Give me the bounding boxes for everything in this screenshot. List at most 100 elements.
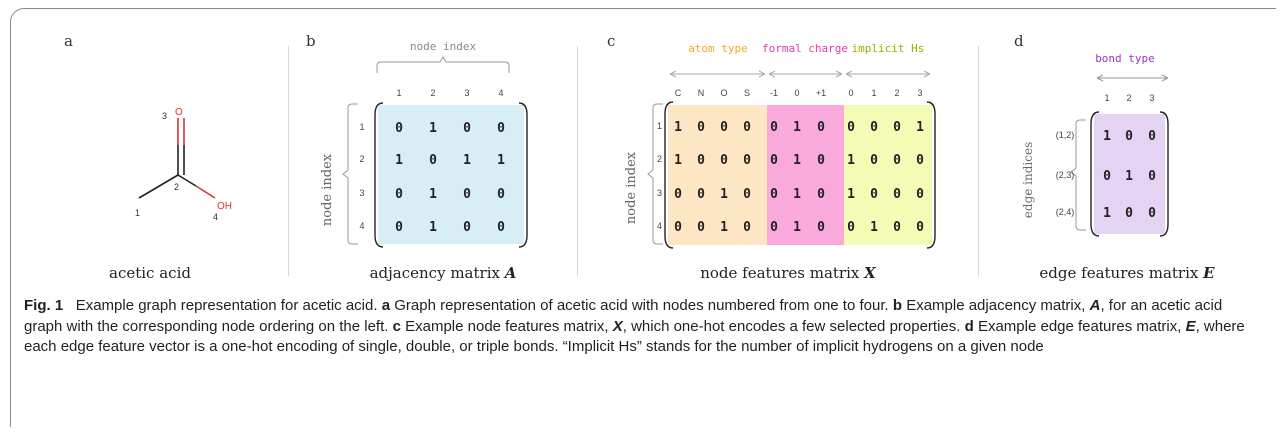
- matrix-cell: 0: [870, 187, 878, 202]
- panel-d-caption-symbol: E: [1202, 264, 1215, 282]
- matrix-cell: 1: [793, 220, 801, 235]
- panel-b-right-bracket: [518, 102, 528, 248]
- matrix-cell: 0: [1148, 169, 1156, 184]
- matrix-cell: 0: [893, 220, 901, 235]
- col-header: 4: [498, 88, 503, 98]
- matrix-cell: 1: [847, 153, 855, 168]
- col-header: 2: [1126, 93, 1131, 103]
- caption-p7: Example edge features matrix,: [977, 317, 1182, 335]
- caption-d: d: [964, 317, 974, 335]
- panel-d-top-arrow: [1096, 74, 1169, 82]
- col-header: 0: [794, 88, 799, 98]
- matrix-cell: 0: [1148, 129, 1156, 144]
- matrix-highlight: [1094, 114, 1165, 234]
- row-header: (1,2): [1056, 130, 1075, 140]
- caption-p4: , for an acetic acid graph with the corr…: [24, 297, 1223, 335]
- col-header: 3: [1149, 93, 1154, 103]
- panel-b-left-bracket: [374, 102, 384, 248]
- row-header: (2,3): [1056, 170, 1075, 180]
- caption-p6: , which one-hot encodes a few selected p…: [622, 317, 961, 335]
- bond-2-4a: [177, 174, 197, 187]
- row-header: 3: [657, 188, 662, 198]
- panel-b-top-brace: [376, 56, 510, 73]
- matrix-cell: 1: [429, 121, 437, 136]
- matrix-cell: 0: [674, 187, 682, 202]
- row-header: 2: [657, 154, 662, 164]
- matrix-cell: 1: [793, 153, 801, 168]
- panel-b-caption-text: adjacency matrix: [370, 264, 501, 282]
- matrix-cell: 0: [720, 120, 728, 135]
- panel-d-col-headers: 1 2 3: [1104, 93, 1154, 103]
- col-header: 0: [848, 88, 853, 98]
- group-label: implicit Hs: [852, 42, 925, 55]
- matrix-cell: 0: [463, 220, 471, 235]
- atom-label-1: 1: [135, 208, 140, 218]
- row-header: 3: [359, 188, 364, 198]
- panel-c-side-brace: [647, 103, 663, 245]
- caption-a: a: [381, 297, 391, 314]
- atom-label-4: 4: [213, 212, 218, 222]
- row-header: 2: [359, 154, 364, 164]
- caption-p5: Example node features matrix,: [405, 317, 609, 335]
- group-fill: [844, 105, 932, 245]
- bond-1-2: [138, 174, 179, 199]
- col-header: N: [698, 88, 705, 98]
- panel-b-letter: b: [306, 32, 316, 50]
- col-header: +1: [816, 88, 826, 98]
- matrix-cell: 1: [916, 120, 924, 135]
- panel-b-side-brace: [342, 103, 358, 245]
- caption-c: c: [392, 317, 401, 335]
- matrix-cell: 0: [395, 187, 403, 202]
- matrix-cell: 1: [395, 153, 403, 168]
- matrix-cell: 0: [463, 121, 471, 136]
- matrix-cell: 1: [497, 153, 505, 168]
- matrix-cell: 0: [916, 187, 924, 202]
- matrix-cell: 0: [743, 120, 751, 135]
- matrix-cell: 0: [817, 187, 825, 202]
- matrix-cell: 0: [893, 153, 901, 168]
- col-header: 1: [1104, 93, 1109, 103]
- matrix-cell: 0: [916, 153, 924, 168]
- matrix-cell: 0: [1103, 169, 1111, 184]
- matrix-cell: 0: [697, 187, 705, 202]
- matrix-cell: 1: [793, 120, 801, 135]
- caption-p8: , where each edge feature vector is a on…: [24, 317, 1245, 356]
- row-header: 1: [359, 122, 364, 132]
- col-header: 3: [917, 88, 922, 98]
- figure-frame: [10, 8, 1276, 427]
- caption-b: b: [892, 297, 903, 314]
- group-arrow: [845, 70, 931, 78]
- panel-d-side-brace: [1070, 119, 1086, 231]
- matrix-cell: 0: [1125, 206, 1133, 221]
- group-arrow: [768, 70, 843, 78]
- row-header: 1: [657, 121, 662, 131]
- col-header: S: [744, 88, 750, 98]
- panel-c-caption-text: node features matrix: [700, 264, 860, 282]
- col-header: 3: [464, 88, 469, 98]
- panel-c-right-bracket: [926, 101, 936, 249]
- group-fill: [767, 105, 844, 245]
- matrix-cell: 0: [916, 220, 924, 235]
- panel-b-side-label: node index: [320, 153, 335, 226]
- group-arrow: [669, 70, 766, 78]
- divider: [577, 46, 578, 276]
- caption-X: X: [612, 317, 623, 335]
- matrix-highlight: [378, 105, 524, 244]
- matrix-cell: 0: [743, 220, 751, 235]
- matrix-cell: 0: [395, 121, 403, 136]
- matrix-cell: 0: [429, 153, 437, 168]
- matrix-cell: 0: [497, 187, 505, 202]
- group-label: formal charge: [762, 42, 848, 55]
- panel-b-caption: adjacency matrix A: [370, 264, 517, 282]
- matrix-cell: 1: [463, 153, 471, 168]
- row-header: (2,4): [1056, 207, 1075, 217]
- panel-c-caption-symbol: X: [863, 264, 877, 282]
- matrix-cell: 1: [429, 220, 437, 235]
- col-header: 1: [871, 88, 876, 98]
- group-fill: [668, 105, 767, 245]
